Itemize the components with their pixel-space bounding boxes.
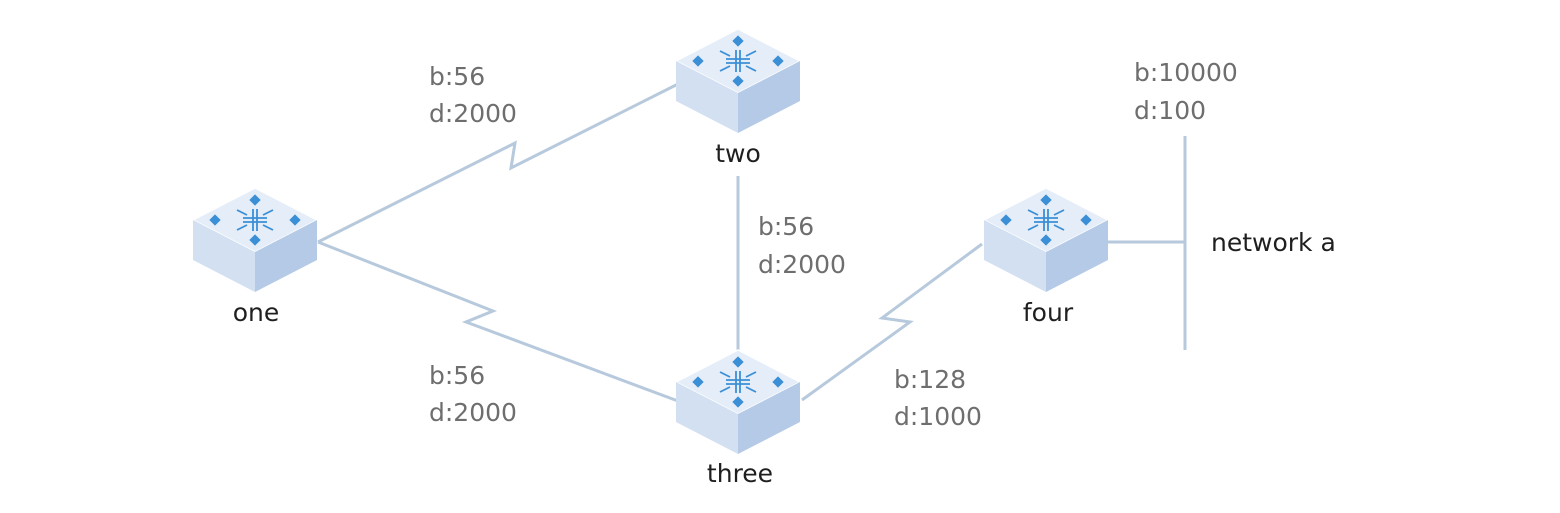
router-icon[interactable] [983, 187, 1109, 293]
metric-delay: d:2000 [758, 250, 846, 279]
metric-bandwidth: b:10000 [1134, 58, 1238, 87]
metric-bandwidth: b:56 [429, 62, 485, 91]
node-label-four: four [1023, 298, 1074, 327]
metric-delay: d:2000 [429, 398, 517, 427]
link-one-three [317, 240, 679, 403]
link-one-two [317, 82, 679, 244]
node-label-two: two [715, 139, 761, 168]
router-icon[interactable] [192, 187, 318, 293]
router-icon[interactable] [675, 28, 801, 134]
link-three-four [801, 242, 983, 402]
node-label-one: one [233, 298, 280, 327]
router-icon[interactable] [675, 349, 801, 455]
metric-bandwidth: b:56 [758, 212, 814, 241]
metric-delay: d:1000 [894, 402, 982, 431]
metric-delay: d:2000 [429, 99, 517, 128]
metric-bandwidth: b:128 [894, 365, 966, 394]
metric-delay: d:100 [1134, 96, 1206, 125]
metric-bandwidth: b:56 [429, 361, 485, 390]
network-a-label: network a [1211, 228, 1336, 257]
node-label-three: three [707, 459, 773, 488]
